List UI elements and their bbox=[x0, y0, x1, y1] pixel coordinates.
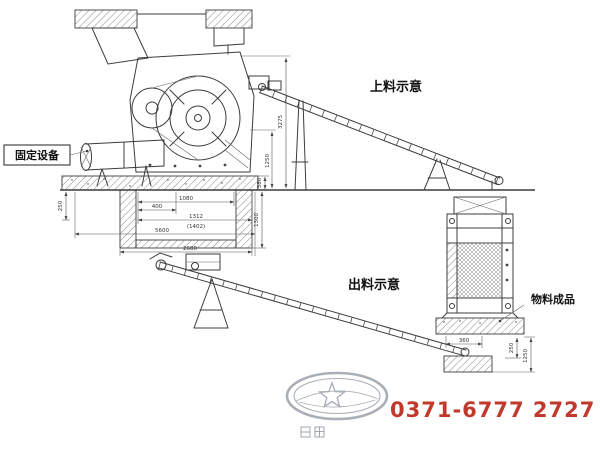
crusher-base bbox=[435, 317, 525, 335]
dimension-label: 380 bbox=[257, 177, 263, 188]
flywheel bbox=[155, 75, 241, 161]
support-block-left bbox=[74, 9, 138, 29]
phone-number: 0371-6777 2727 bbox=[390, 398, 595, 422]
screen-mesh bbox=[456, 242, 503, 299]
crusher-housing bbox=[129, 51, 255, 173]
dimension-label: 400 bbox=[152, 204, 163, 210]
head-pulley bbox=[155, 259, 167, 271]
dimension-label: 2600 bbox=[183, 246, 197, 252]
section-labels: 固定设备 上料示意 出料示意 物料成品 bbox=[3, 79, 575, 323]
pit-floor bbox=[135, 239, 237, 249]
watermark-glyphs bbox=[300, 426, 325, 438]
feeding-conveyor bbox=[248, 75, 504, 191]
product-crusher bbox=[435, 196, 525, 335]
watermark-logo bbox=[285, 371, 389, 438]
pit-wall-left bbox=[119, 189, 137, 249]
head-pulley bbox=[258, 83, 266, 91]
output-dimensions: 360 250 1250 bbox=[445, 336, 535, 373]
crusher-assembly bbox=[74, 9, 255, 187]
head-guard bbox=[149, 252, 173, 260]
dimension-label: 1250 bbox=[523, 349, 529, 363]
feed-chute bbox=[91, 27, 149, 65]
dimension-label: 1312 bbox=[189, 214, 203, 220]
discharge-conveyor bbox=[149, 252, 493, 373]
support-block-right bbox=[205, 9, 253, 29]
star-icon bbox=[317, 380, 347, 409]
dimension-label: 5600 bbox=[155, 228, 169, 234]
dimension-label: 250 bbox=[58, 200, 64, 211]
discharging-label: 出料示意 bbox=[348, 277, 400, 293]
product-label: 物料成品 bbox=[531, 292, 575, 306]
dimension-label: (1402) bbox=[187, 224, 205, 230]
dimension-label: 1250 bbox=[265, 154, 271, 168]
dimension-label: 1300 bbox=[254, 213, 260, 227]
foundation-slab bbox=[61, 175, 259, 191]
fixed-equipment-label: 固定设备 bbox=[15, 148, 60, 162]
tail-pulley bbox=[494, 176, 504, 185]
foundation-pit bbox=[61, 175, 259, 249]
feeding-label: 上料示意 bbox=[370, 79, 422, 95]
pit-wall-right bbox=[235, 189, 253, 249]
drive-pulley bbox=[131, 87, 173, 129]
dimension-annotations: 1080 400 1312 (1402) 5600 2600 250 1300 … bbox=[58, 55, 290, 256]
dimension-label: 3275 bbox=[278, 115, 284, 129]
dimension-label: 250 bbox=[509, 342, 515, 353]
tail-foundation bbox=[443, 355, 493, 373]
dimension-label: 360 bbox=[459, 338, 470, 344]
dimension-label: 1080 bbox=[179, 196, 193, 202]
